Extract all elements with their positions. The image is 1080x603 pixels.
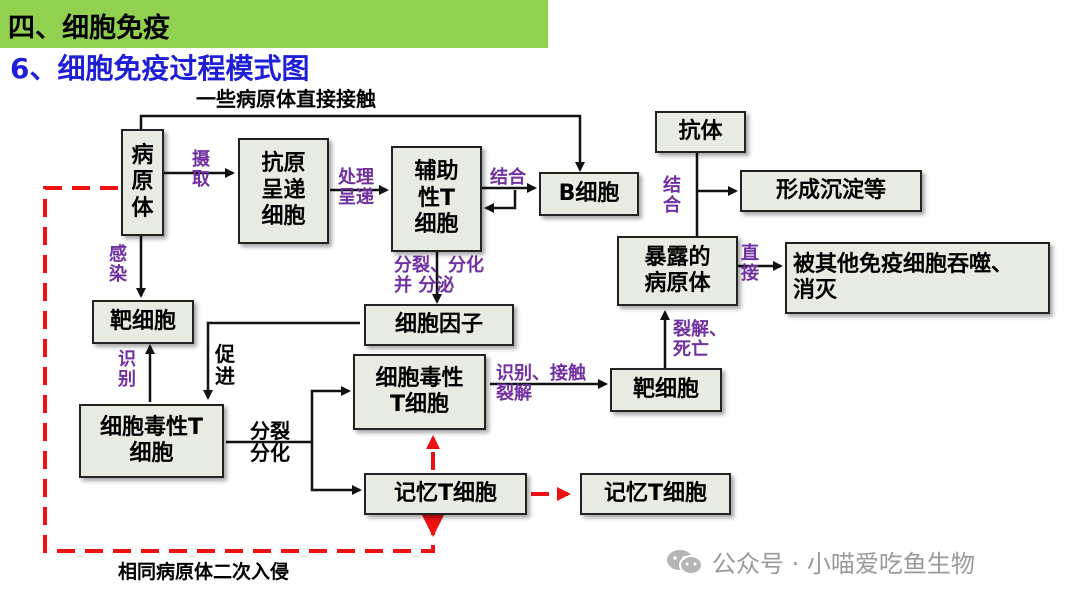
helper-t-box: 辅助 性T 细胞	[391, 146, 482, 252]
arrow-cytokine-to-cytotoxic	[203, 321, 360, 400]
label-recognize: 识 别	[118, 349, 136, 390]
memory-t-mid-box: 记忆T细胞	[364, 473, 527, 515]
exposed-pathogen-box: 暴露的 病原体	[617, 236, 738, 306]
antibody-box: 抗体	[655, 111, 746, 153]
cytotoxic-t-mid-box: 细胞毒性 T细胞	[353, 354, 486, 430]
cytokine-box: 细胞因子	[364, 304, 514, 346]
precipitate-box: 形成沉淀等	[740, 170, 922, 212]
cytotoxic-t-left-box: 细胞毒性T 细胞	[79, 404, 224, 478]
pathogen-box: 病 原 体	[121, 129, 164, 236]
phagocytosis-box: 被其他免疫细胞吞噬、 消灭	[785, 242, 1050, 314]
label-recognize-contact-lyse: 识别、接触 裂解	[496, 363, 586, 404]
label-divide-differentiate: 分裂 分化	[250, 419, 290, 465]
wechat-icon	[666, 548, 704, 576]
section-title: 四、细胞免疫	[8, 13, 170, 44]
arrow-branch-to-cytotoxic-mid	[226, 386, 351, 444]
target-cell-left-box: 靶细胞	[92, 300, 194, 344]
apc-box: 抗原 呈递 细胞	[238, 138, 329, 244]
label-process-present: 处理 呈递	[338, 167, 374, 208]
dashed-second-invasion-path	[43, 186, 435, 553]
label-promote: 促 进	[215, 342, 235, 388]
target-cell-right-box: 靶细胞	[610, 368, 722, 412]
memory-t-right-box: 记忆T细胞	[580, 473, 731, 515]
arrow-pathogen-to-bcell	[139, 114, 585, 172]
label-direct: 直 接	[741, 243, 759, 284]
label-lyse-die: 裂解、 死亡	[673, 319, 727, 360]
arrow-bcell-to-helper	[484, 190, 517, 213]
arrow-branch-to-memory	[310, 442, 362, 495]
label-direct-contact: 一些病原体直接接触	[196, 87, 376, 111]
label-uptake: 摄 取	[192, 149, 210, 190]
b-cell-box: B细胞	[539, 172, 639, 216]
watermark-text: 公众号 · 小喵爱吃鱼生物	[712, 550, 975, 578]
label-second-invasion: 相同病原体二次入侵	[118, 561, 290, 583]
label-infect: 感 染	[109, 244, 127, 285]
label-bind-b: 结合	[490, 167, 526, 188]
watermark: 公众号 · 小喵爱吃鱼生物	[666, 544, 975, 579]
section-banner: 四、细胞免疫	[0, 0, 548, 48]
diagram-title: 6、细胞免疫过程模式图	[10, 52, 310, 85]
label-bind-antibody: 结 合	[663, 175, 681, 216]
label-divide-secrete: 分裂、分化 并 分泌	[394, 255, 484, 296]
